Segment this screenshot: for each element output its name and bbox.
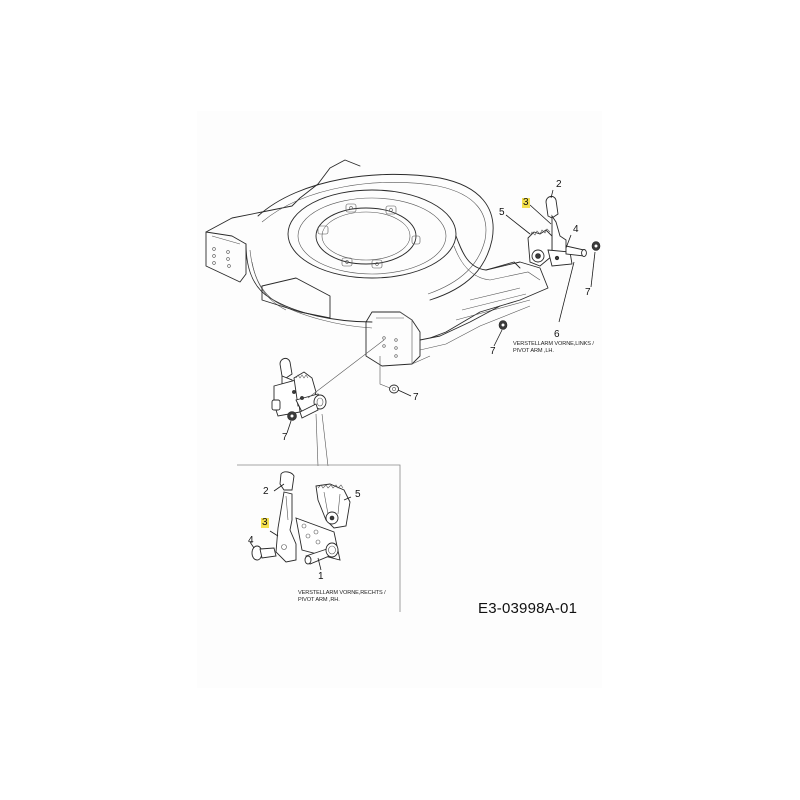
pivot-arm-lh-assembly — [498, 195, 601, 330]
callout-7-mid[interactable]: 7 — [490, 346, 496, 357]
callout-1-inset[interactable]: 1 — [318, 571, 324, 582]
callout-2-inset[interactable]: 2 — [263, 486, 269, 497]
callout-7-bottom[interactable]: 7 — [413, 392, 419, 403]
pivot-arm-rh-assembly — [271, 357, 399, 421]
callout-3-inset[interactable]: 3 — [261, 517, 269, 528]
caption-lh-line2: PIVOT ARM ,LH. — [513, 347, 554, 354]
callout-5-inset[interactable]: 5 — [355, 489, 361, 500]
callout-6[interactable]: 6 — [554, 329, 560, 340]
leader-lines — [249, 189, 596, 571]
mower-deck-housing — [205, 159, 549, 367]
caption-rh-line2: PIVOT ARM ,RH. — [298, 596, 340, 603]
caption-pivot-arm-lh: VERSTELLARM VORNE,LINKS / PIVOT ARM ,LH. — [513, 341, 594, 355]
assembly-guide-lines — [307, 339, 391, 467]
callout-7-left[interactable]: 7 — [282, 432, 288, 443]
callout-3-top[interactable]: 3 — [522, 197, 530, 208]
drawing-sheet — [197, 111, 602, 688]
callout-4-top[interactable]: 4 — [573, 224, 579, 235]
caption-lh-line1: VERSTELLARM VORNE,LINKS / — [513, 341, 594, 347]
callout-2-top[interactable]: 2 — [556, 179, 562, 190]
callout-7-right[interactable]: 7 — [585, 287, 591, 298]
spindle-bosses — [317, 203, 421, 269]
caption-pivot-arm-rh: VERSTELLARM VORNE,RECHTS / PIVOT ARM ,RH… — [298, 590, 386, 604]
caption-rh-line1: VERSTELLARM VORNE,RECHTS / — [298, 590, 386, 596]
callout-4-inset[interactable]: 4 — [248, 535, 254, 546]
inset-exploded-view — [237, 464, 401, 612]
drawing-number: E3-03998A-01 — [478, 600, 578, 617]
callout-5-top[interactable]: 5 — [499, 207, 505, 218]
